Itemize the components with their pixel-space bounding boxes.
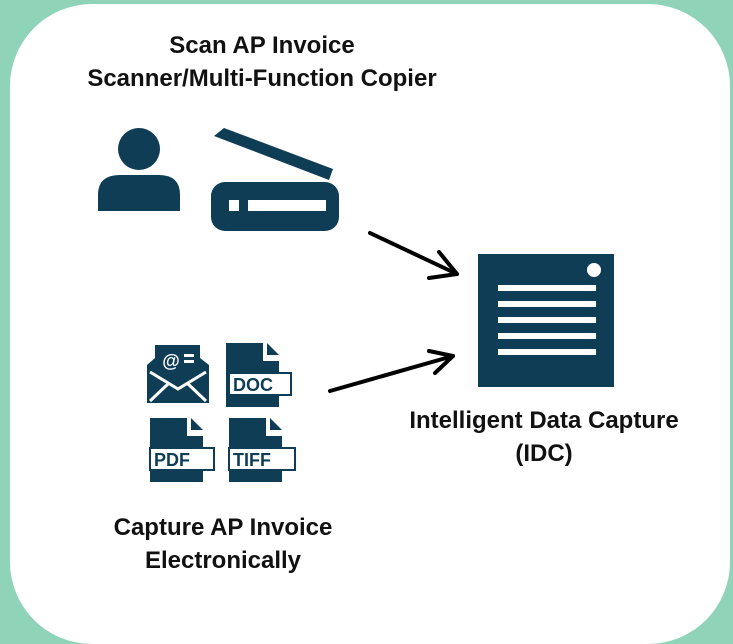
idc-subtitle: (IDC) (515, 440, 573, 467)
idc-label: Intelligent Data Capture (IDC) (372, 404, 716, 470)
pdf-label: PDF (154, 450, 190, 470)
doc-file-icon: DOC (226, 343, 292, 407)
idc-title: Intelligent Data Capture (409, 407, 679, 434)
arrow-electronic-to-idc (328, 349, 455, 393)
electronic-source-title: Capture AP Invoice (113, 514, 333, 541)
email-icon: @ (147, 345, 209, 403)
document-window-icon (478, 254, 614, 387)
scan-source-label: Scan AP Invoice Scanner/Multi-Function C… (0, 29, 524, 95)
electronic-source-subtitle: Electronically (144, 547, 302, 574)
email-at-symbol: @ (162, 351, 180, 371)
scanner-icon (211, 128, 339, 231)
scan-source-subtitle: Scanner/Multi-Function Copier (87, 65, 437, 92)
person-icon (98, 128, 180, 211)
scan-source-title: Scan AP Invoice (169, 32, 355, 59)
doc-label: DOC (233, 375, 273, 395)
pdf-file-icon: PDF (149, 418, 215, 482)
tiff-label: TIFF (233, 450, 271, 470)
tiff-file-icon: TIFF (228, 418, 296, 482)
arrow-scan-to-idc (368, 231, 459, 280)
electronic-source-label: Capture AP Invoice Electronically (0, 511, 446, 577)
